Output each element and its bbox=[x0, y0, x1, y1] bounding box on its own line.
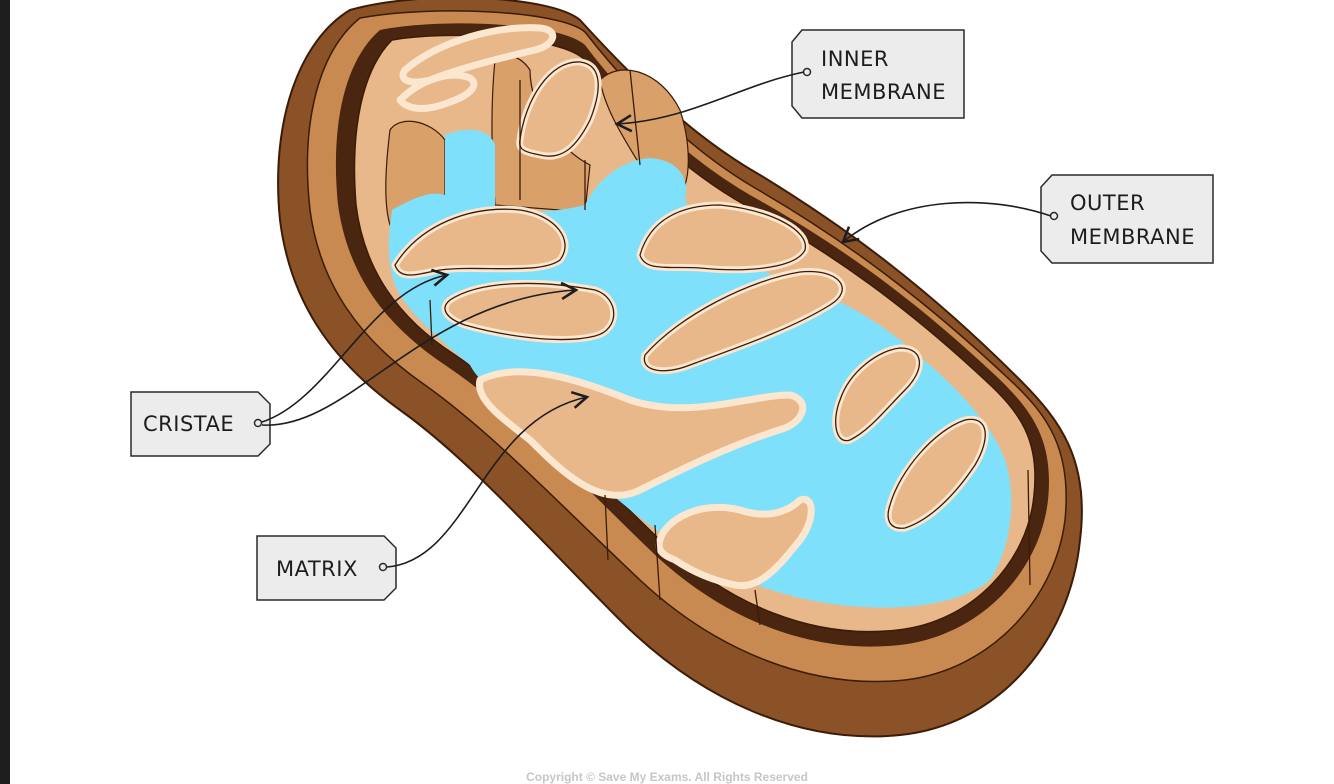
inner-membrane-tag: INNER MEMBRANE bbox=[791, 29, 965, 119]
inner-membrane-label-line2: MEMBRANE bbox=[821, 80, 946, 104]
crista-fold bbox=[655, 495, 815, 590]
matrix-arrow bbox=[386, 390, 590, 568]
outer-membrane-arrow bbox=[840, 201, 1052, 244]
cristae-label: CRISTAE bbox=[143, 412, 234, 436]
cristae-arrow-upper bbox=[261, 268, 450, 423]
cristae-arrow-lower bbox=[261, 281, 579, 426]
crista-fold bbox=[399, 24, 556, 86]
cristae-tag: CRISTAE bbox=[130, 391, 271, 457]
window-edge bbox=[0, 0, 10, 784]
leader-arrows bbox=[261, 71, 1052, 568]
matrix-tag: MATRIX bbox=[256, 535, 397, 601]
matrix-label: MATRIX bbox=[276, 557, 358, 581]
copyright-notice: Copyright © Save My Exams. All Rights Re… bbox=[526, 770, 808, 784]
outer-membrane-label-line2: MEMBRANE bbox=[1070, 225, 1195, 249]
outer-membrane-tag: OUTER MEMBRANE bbox=[1040, 174, 1214, 264]
inner-membrane-arrow bbox=[614, 71, 805, 133]
crista-fold bbox=[476, 368, 806, 499]
inner-membrane-label-line1: INNER bbox=[821, 47, 889, 71]
outer-membrane-label-line1: OUTER bbox=[1070, 191, 1145, 215]
